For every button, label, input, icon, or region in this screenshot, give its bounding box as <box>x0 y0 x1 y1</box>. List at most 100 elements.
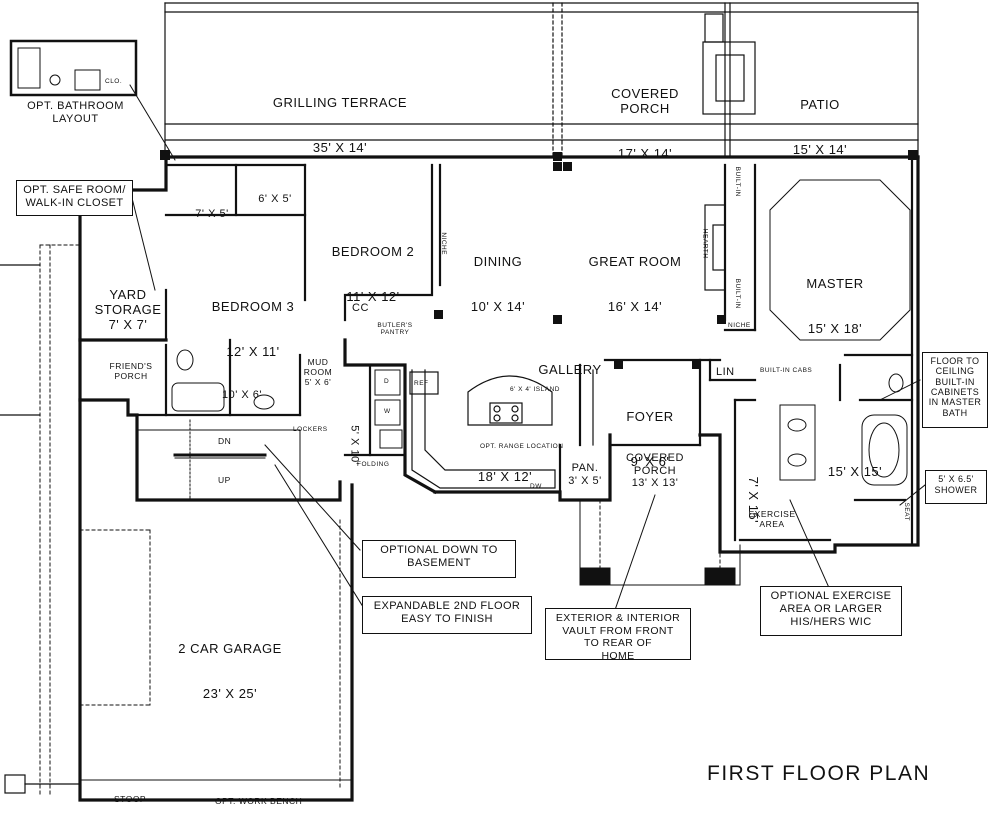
rear-terraces-outline <box>164 2 919 156</box>
hearth-label: HEARTH <box>701 228 709 259</box>
fireplace <box>704 204 726 291</box>
grilling-terrace-size: 35' X 14' <box>312 139 368 155</box>
lockers-label: LOCKERS <box>293 426 328 433</box>
stoop <box>0 264 81 794</box>
great-room-size: 16' X 14' <box>607 298 663 314</box>
covered-porch-rear-label: COVERED PORCH 17' X 14' <box>590 57 700 177</box>
garage-label: 2 CAR GARAGE 23' X 25' <box>165 612 295 717</box>
front-porch <box>579 499 741 586</box>
patio-label: PATIO 15' X 14' <box>780 68 860 173</box>
garage-name: 2 CAR GARAGE <box>178 640 282 656</box>
niche-label-2: NICHE <box>728 322 751 329</box>
butlers-pantry-label: BUTLER'S PANTRY <box>377 322 413 337</box>
covered-porch-front-size: 13' X 13' <box>631 477 679 490</box>
shower-callout: 5' X 6.5' SHOWER <box>925 470 987 504</box>
vault-callout: EXTERIOR & INTERIOR VAULT FROM FRONT TO … <box>545 608 691 662</box>
master-bath-label: 15' X 15' <box>820 435 890 495</box>
master-ceiling-octagon <box>769 179 911 341</box>
island-text: 6' X 4' ISLAND <box>510 385 560 393</box>
covered-porch-front-name: COVERED PORCH <box>626 452 684 477</box>
great-room-name: GREAT ROOM <box>588 253 682 269</box>
garage-door-lines <box>39 244 341 796</box>
opt-bathroom-inset <box>9 39 138 97</box>
columns <box>160 150 918 369</box>
kitchen-counters <box>409 369 594 489</box>
second-floor-callout: EXPANDABLE 2ND FLOOR EASY TO FINISH <box>362 596 532 634</box>
pantry-name: PAN. <box>571 462 599 474</box>
dw-label: DW <box>530 483 542 490</box>
master-label: MASTER 15' X 18' <box>795 247 875 352</box>
niche-label-1: NICHE <box>440 232 448 256</box>
basement-callout: OPTIONAL DOWN TO BASEMENT <box>362 540 516 578</box>
dining-size: 10' X 14' <box>470 298 526 314</box>
closet2-size: 6' X 5' <box>258 193 292 206</box>
built-in-label-2: BUILT-IN <box>733 278 741 309</box>
bedroom2-label: BEDROOM 2 11' X 12' <box>318 215 428 320</box>
mud-room-label: MUD ROOM 5' X 6' <box>298 357 338 387</box>
mud-room-size: 5' X 6' <box>304 376 332 387</box>
bath-label: 10' X 6' <box>212 364 272 415</box>
covered-porch-front-label: COVERED PORCH 13' X 13' <box>615 452 695 490</box>
cc-label: CC <box>352 302 369 314</box>
bath-fixtures <box>171 349 908 486</box>
ref-label: REF <box>414 380 429 387</box>
laundry-size: 5' X 10' <box>348 425 360 466</box>
closet2-label: 6' X 5' <box>255 168 295 219</box>
island-label: 6' X 4' ISLAND <box>505 371 565 401</box>
outdoor-fireplace <box>702 13 756 115</box>
friends-porch-label: FRIEND'S PORCH <box>100 361 162 382</box>
range-text: OPT. RANGE LOCATION <box>480 442 564 450</box>
foyer-size: 9' X 6' <box>630 453 670 469</box>
dryer-label: D <box>384 378 390 385</box>
range-label: OPT. RANGE LOCATION <box>480 428 564 458</box>
seat-label: SEAT <box>902 502 910 521</box>
covered-porch-rear-name: COVERED PORCH <box>611 85 679 116</box>
grilling-terrace-name: GRILLING TERRACE <box>272 94 408 110</box>
bedroom3-label: BEDROOM 3 12' X 11' <box>198 270 308 375</box>
foyer-name: FOYER <box>626 408 674 424</box>
mud-room-name: MUD ROOM <box>303 357 333 377</box>
kitchen-label: 18' X 12' <box>465 440 545 500</box>
bedroom3-size: 12' X 11' <box>226 343 280 359</box>
closet-label: CLO. <box>105 78 123 85</box>
exercise-callout: OPTIONAL EXERCISE AREA OR LARGER HIS/HER… <box>760 586 902 636</box>
patio-name: PATIO <box>800 96 840 112</box>
master-name: MASTER <box>806 275 864 291</box>
master-bath-size: 15' X 15' <box>827 463 883 479</box>
exercise-name: EXERCISE AREA <box>748 509 796 529</box>
friends-porch-name: FRIEND'S PORCH <box>109 361 153 381</box>
bedroom3-name: BEDROOM 3 <box>211 298 295 314</box>
exercise-label: EXERCISE AREA <box>742 509 802 530</box>
stair-down-label: DN <box>218 436 232 446</box>
yard-storage-size: 7' X 7' <box>108 316 148 332</box>
garage-size: 23' X 25' <box>202 685 258 701</box>
built-in-label-1: BUILT-IN <box>733 166 741 197</box>
cabinets-callout: FLOOR TO CEILING BUILT-IN CABINETS IN MA… <box>922 352 988 428</box>
bedroom2-name: BEDROOM 2 <box>331 243 415 259</box>
pantry-label: PAN. 3' X 5' <box>565 462 605 487</box>
master-size: 15' X 18' <box>807 320 863 336</box>
lin-label: LIN <box>716 366 735 378</box>
patio-size: 15' X 14' <box>792 141 848 157</box>
foyer-label: FOYER 9' X 6' <box>615 380 685 485</box>
stair-up-label: UP <box>218 475 231 485</box>
covered-porch-rear-size: 17' X 14' <box>617 145 673 161</box>
closet1-label: 7' X 5' <box>192 183 232 234</box>
grilling-terrace-label: GRILLING TERRACE 35' X 14' <box>260 66 420 171</box>
stairs <box>136 419 301 501</box>
laundry-label: 5' X 10' <box>335 425 386 465</box>
dining-name: DINING <box>473 253 523 269</box>
work-bench-label: OPT. WORK BENCH <box>215 796 303 806</box>
gallery-label: GALLERY <box>530 333 610 393</box>
callout-leaders <box>129 84 926 611</box>
gallery-name: GALLERY <box>538 361 602 377</box>
great-room-label: GREAT ROOM 16' X 14' <box>580 225 690 330</box>
pantry-size: 3' X 5' <box>568 474 602 487</box>
bedroom2-size: 11' X 12' <box>346 288 400 304</box>
plan-title: FIRST FLOOR PLAN <box>707 762 931 785</box>
stoop-label: STOOP <box>114 794 147 804</box>
dining-label: DINING 10' X 14' <box>448 225 548 330</box>
kitchen-island <box>467 375 553 426</box>
washer-label: W <box>384 408 391 415</box>
bath-size: 10' X 6' <box>221 389 262 402</box>
